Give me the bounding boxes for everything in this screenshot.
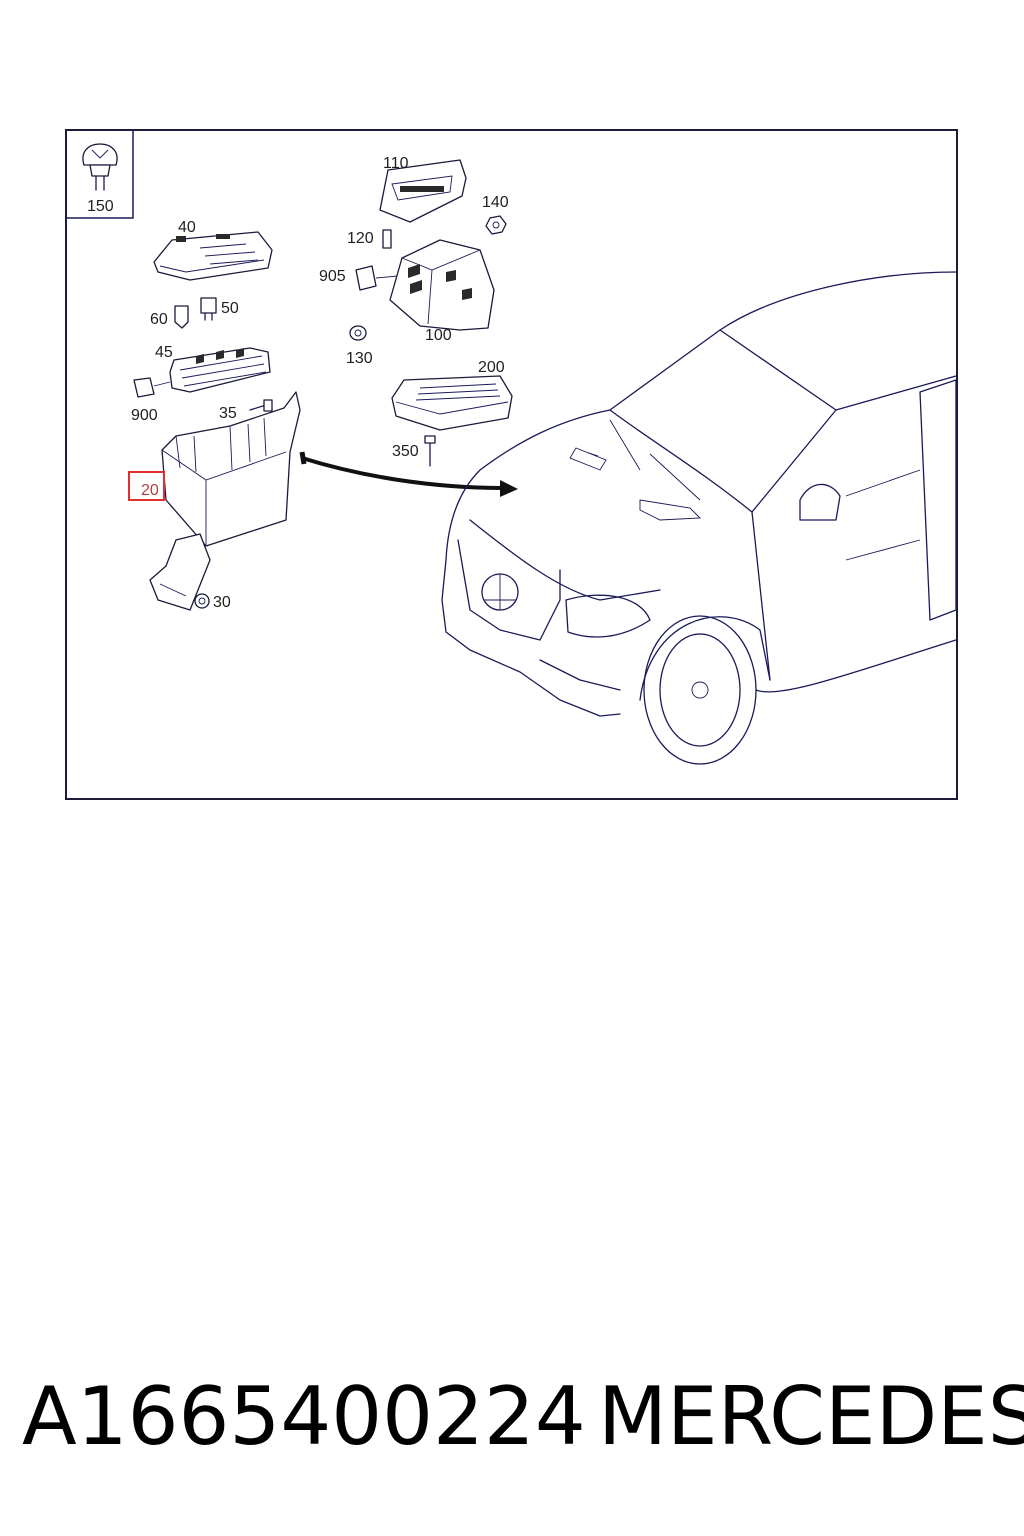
callout-110: 110: [383, 155, 409, 172]
callout-140: 140: [482, 194, 509, 211]
caption: A1665400224 MERCEDES: [0, 1370, 1024, 1470]
part-30-nut: [194, 593, 210, 609]
inset-box-150: 150: [66, 130, 134, 219]
part-200-control-unit: [391, 375, 513, 431]
diagram-frame: [65, 129, 958, 800]
part-60-fuse: [174, 305, 189, 329]
part-45-fuse-block: [169, 347, 271, 393]
callout-905: 905: [319, 268, 346, 285]
callout-350: 350: [392, 443, 419, 460]
highlight-box-20: [128, 471, 165, 501]
callout-120: 120: [347, 230, 374, 247]
callout-30: 30: [213, 594, 231, 611]
part-number: A1665400224: [22, 1370, 586, 1463]
callout-150: 150: [87, 198, 114, 215]
callout-900: 900: [131, 407, 158, 424]
callout-40: 40: [178, 219, 196, 236]
part-140-nut: [485, 215, 507, 235]
part-900-connector: [133, 377, 171, 398]
callout-100: 100: [425, 327, 452, 344]
callout-20: 20: [141, 482, 159, 499]
part-350-bolt: [424, 435, 436, 467]
parts-diagram: 150 40 60 50 45 900 35: [66, 130, 957, 765]
callout-50: 50: [221, 300, 239, 317]
clip-150-icon: [82, 143, 118, 191]
callout-35: 35: [219, 405, 237, 422]
part-35-screw: [249, 399, 273, 412]
part-130-bushing: [349, 325, 367, 341]
part-100-relay-block: [389, 239, 495, 331]
callout-60: 60: [150, 311, 168, 328]
callout-45: 45: [155, 344, 173, 361]
part-905-connector: [355, 265, 399, 291]
brand-name: MERCEDES: [598, 1370, 1024, 1463]
part-40-fuse-cover: [153, 231, 273, 281]
callout-130: 130: [346, 350, 373, 367]
part-20-fuse-holder: [149, 391, 301, 611]
part-110-module: [379, 159, 467, 223]
vehicle-outline: [441, 271, 957, 765]
callout-200: 200: [478, 359, 505, 376]
location-arrow: [299, 451, 518, 497]
part-120-pin: [382, 229, 392, 249]
part-50-relay: [200, 297, 217, 321]
